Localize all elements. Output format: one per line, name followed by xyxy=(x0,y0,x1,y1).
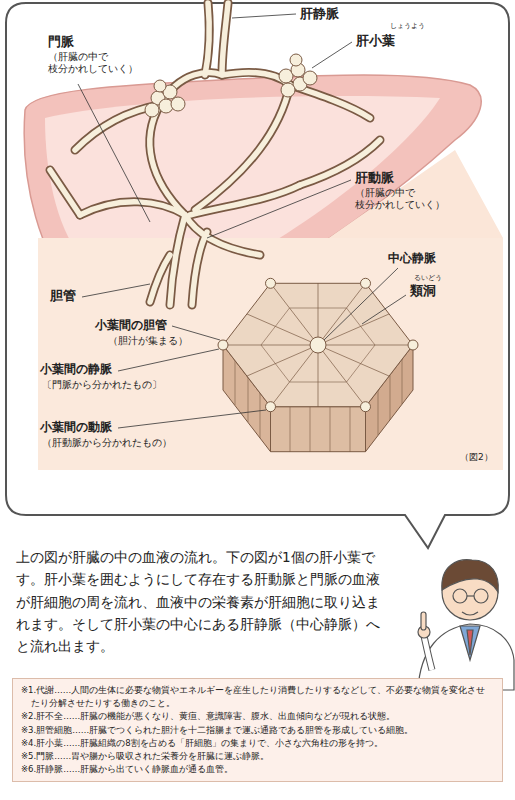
ruby-text: しょうよう xyxy=(390,22,425,31)
lobule-panel xyxy=(38,238,503,470)
explanation-text: 上の図が肝臓の中の血液の流れ。下の図が1個の肝小葉です。肝小葉を囲むようにして存… xyxy=(16,546,392,657)
footnote-text: ※4.肝小葉……肝臓組織の8割を占める「肝細胞」の集まりで、小さな六角柱の形を持… xyxy=(21,737,494,750)
part-note: （肝臓の中で 枝分かれしていく） xyxy=(48,51,148,75)
footnote-text: ※3.胆管細胞……肝臓でつくられた胆汁を十二指腸まで運ぶ通路である胆管を形成して… xyxy=(21,724,494,737)
doctor-figure xyxy=(418,560,514,690)
vessel-outline xyxy=(50,3,380,305)
part-note: 〔門脈から分かれたもの〕 xyxy=(42,379,162,391)
part-name: 小葉間の胆管 xyxy=(95,318,167,333)
part-note: （肝動脈から分かれたもの） xyxy=(42,437,172,449)
vessel-fill xyxy=(50,3,380,305)
footnote-box: ※1.代謝……人間の生体に必要な物質やエネルギーを産生したり消費したりするなどし… xyxy=(12,678,503,782)
part-name: 小葉間の静脈 xyxy=(40,362,112,377)
part-note: （肝臓の中で 枝分かれしていく） xyxy=(355,187,455,211)
figure-number: （図2） xyxy=(460,452,493,463)
part-name: 肝小葉 xyxy=(356,33,395,49)
part-name: 胆管 xyxy=(50,288,76,304)
part-name: 肝静脈 xyxy=(300,6,339,22)
hepatic-lobule xyxy=(218,278,418,452)
leader-line xyxy=(78,14,406,428)
part-name: 類洞 xyxy=(410,283,436,299)
footnote-text: ※5.門脈……胃や腸から吸収された栄養分を肝臓に運ぶ静脈。 xyxy=(21,750,494,763)
lobule-cluster xyxy=(145,54,317,117)
part-name: 小葉間の動脈 xyxy=(40,420,112,435)
footnote-text: ※6.肝静脈……肝臓から出ていく静脈血が通る血管。 xyxy=(21,763,494,776)
footnote-text: ※2.肝不全……肝臓の機能が悪くなり、黄疸、意識障害、腹水、出血傾向などが現れる… xyxy=(21,710,494,723)
footnote-text: ※1.代謝……人間の生体に必要な物質やエネルギーを産生したり消費したりするなどし… xyxy=(21,684,494,710)
speech-bubble xyxy=(6,3,509,548)
part-name: 中心静脈 xyxy=(388,251,436,266)
part-name: 門脈 xyxy=(48,34,74,50)
part-name: 肝動脈 xyxy=(355,170,394,186)
part-note: （胆汁が集まる） xyxy=(108,335,188,347)
ruby-text: るいどう xyxy=(414,274,442,283)
